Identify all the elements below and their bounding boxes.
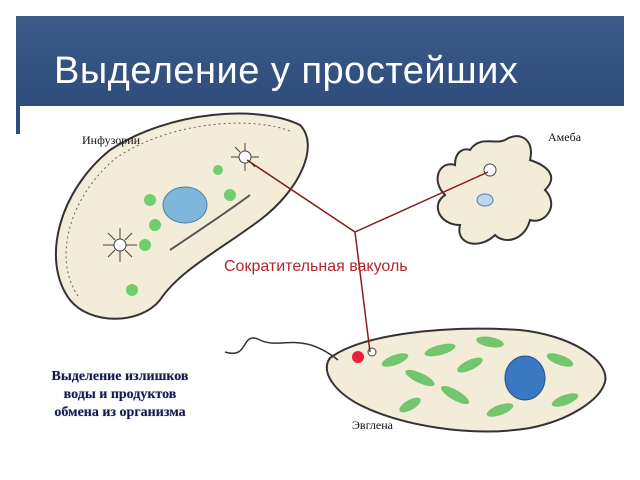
paramecium-illustration <box>55 112 309 320</box>
caption-line: обмена из организма <box>54 405 186 420</box>
amoeba-label: Амеба <box>548 130 582 144</box>
amoeba-illustration <box>436 135 553 245</box>
euglena-illustration <box>224 327 607 433</box>
title-bar-edge <box>16 106 20 134</box>
caption-line: воды и продуктов <box>63 387 177 402</box>
infusoria-label: Инфузории <box>82 133 141 147</box>
euglena-label: Эвглена <box>352 418 393 432</box>
vacuole-label: Сократительная вакуоль <box>224 258 408 275</box>
slide-title: Выделение у простейших <box>54 50 519 92</box>
caption: Выделение излишков воды и продуктов обме… <box>20 368 220 422</box>
caption-line: Выделение излишков <box>51 369 189 384</box>
vacuole-pointer-lines <box>246 159 489 353</box>
title-bar <box>16 16 624 106</box>
